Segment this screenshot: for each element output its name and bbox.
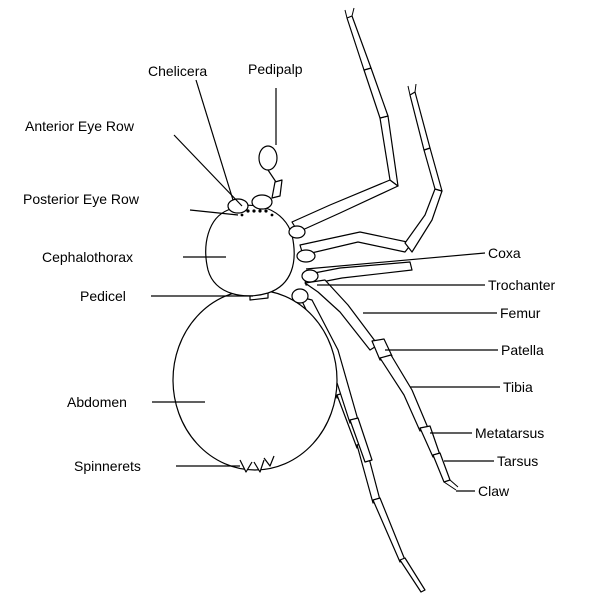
spinnerets-shape xyxy=(239,455,275,473)
label-femur: Femur xyxy=(500,305,541,321)
leg-2 xyxy=(299,83,443,256)
label-metatarsus: Metatarsus xyxy=(475,425,544,441)
label-tibia: Tibia xyxy=(503,379,533,395)
label-tarsus: Tarsus xyxy=(497,453,538,469)
cephalothorax-shape xyxy=(205,204,295,297)
label-patella: Patella xyxy=(501,342,544,358)
leg-4 xyxy=(304,279,459,491)
leg-3 xyxy=(303,261,413,286)
label-posterior-eye-row: Posterior Eye Row xyxy=(23,191,140,207)
eyes xyxy=(240,209,274,217)
label-cephalothorax: Cephalothorax xyxy=(42,249,133,265)
label-spinnerets: Spinnerets xyxy=(74,458,141,474)
label-claw: Claw xyxy=(478,483,510,499)
label-anterior-eye-row: Anterior Eye Row xyxy=(25,118,135,134)
leg-1 xyxy=(291,7,399,233)
leader-lines xyxy=(151,79,500,492)
label-pedicel: Pedicel xyxy=(80,288,126,304)
pedipalp-shape xyxy=(258,145,283,199)
label-trochanter: Trochanter xyxy=(488,277,556,293)
chelicera-shape xyxy=(227,198,249,214)
label-coxa: Coxa xyxy=(488,245,521,261)
label-abdomen: Abdomen xyxy=(67,394,127,410)
label-chelicera: Chelicera xyxy=(148,63,207,79)
coxae xyxy=(288,225,319,304)
abdomen-shape xyxy=(172,289,338,471)
label-pedipalp: Pedipalp xyxy=(248,61,303,77)
